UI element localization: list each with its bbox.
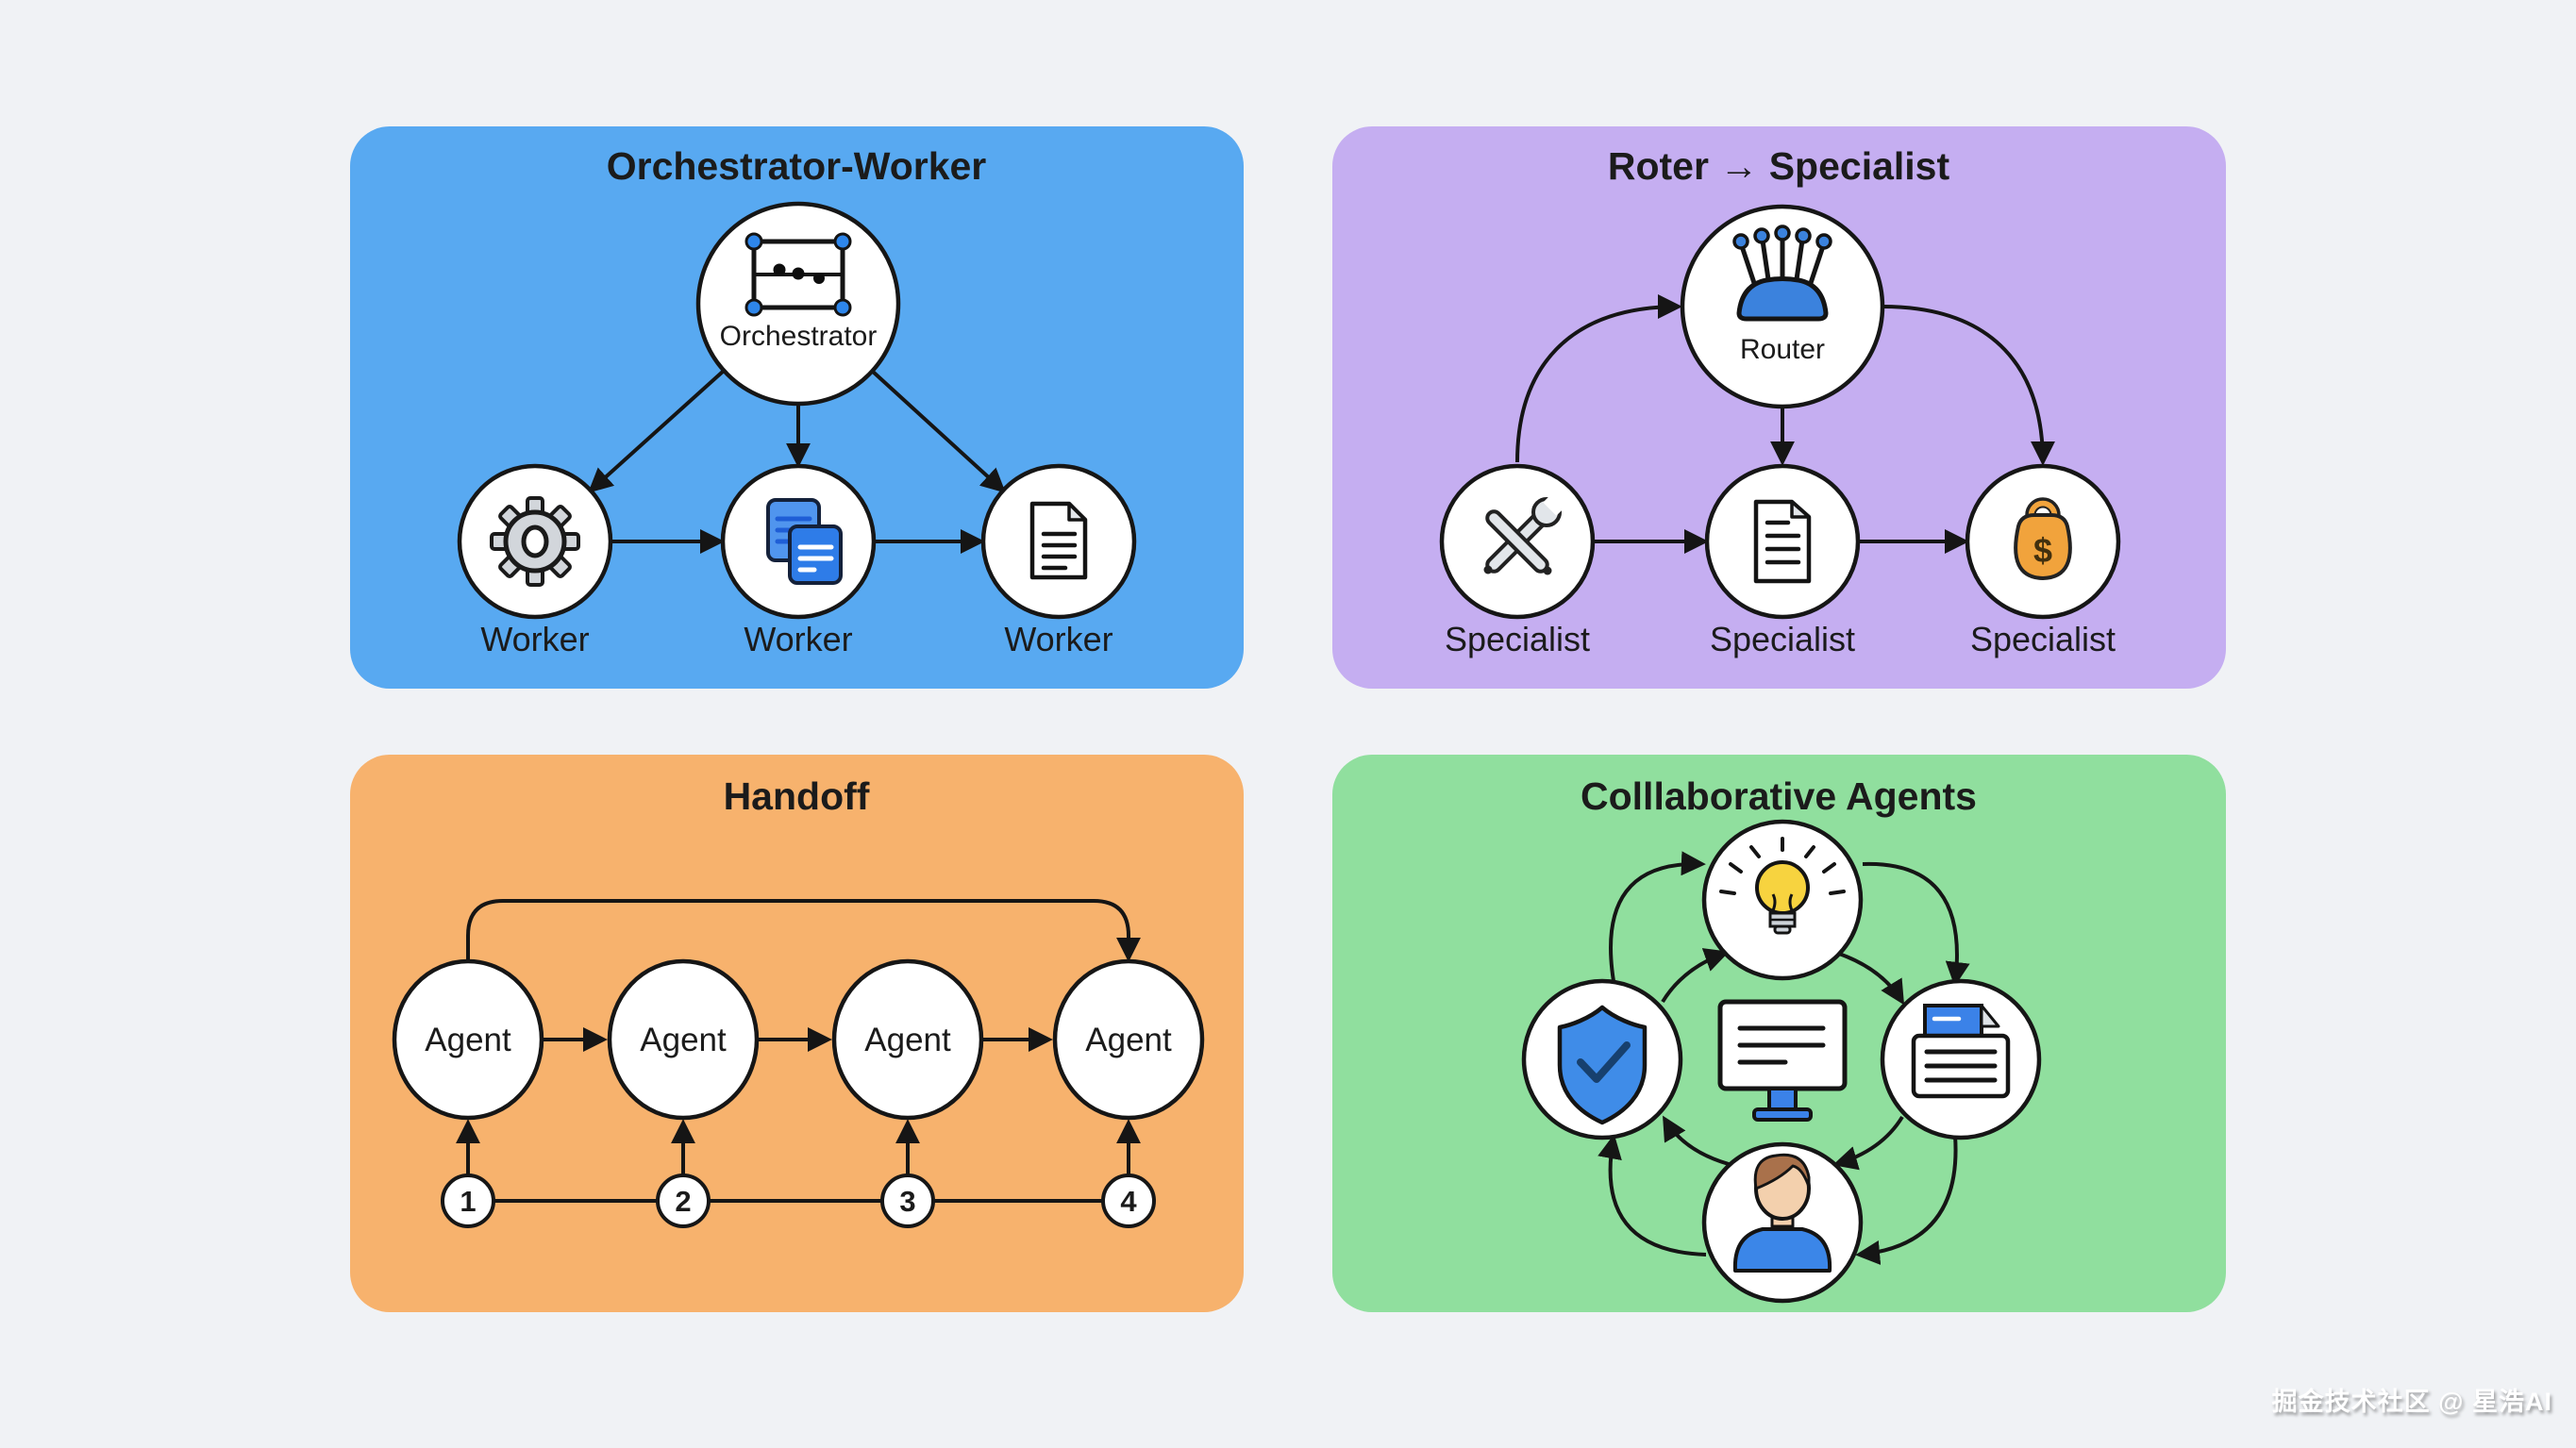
specialist-node-3: $ bbox=[1965, 463, 2121, 620]
arrow-orchestrator-worker3 bbox=[870, 369, 1006, 493]
specialist-node-1 bbox=[1439, 463, 1596, 620]
worker-node-2 bbox=[720, 463, 877, 620]
arrow-person-shield-outer bbox=[1597, 1134, 1707, 1257]
worker-label-1: Worker bbox=[480, 620, 589, 658]
agent-node-1 bbox=[392, 958, 544, 1121]
panel-title: Colllaborative Agents bbox=[1581, 774, 1977, 818]
document-icon bbox=[1029, 501, 1088, 580]
specialist-node-2 bbox=[1704, 463, 1861, 620]
step-node-3 bbox=[880, 1173, 935, 1228]
person-node bbox=[1701, 1141, 1864, 1304]
arrow-router-specialist3 bbox=[1882, 305, 2055, 466]
router-label: Router bbox=[1740, 334, 1825, 365]
step-number-3: 3 bbox=[899, 1185, 915, 1218]
agent-node-2 bbox=[607, 958, 760, 1121]
step-node-4 bbox=[1101, 1173, 1156, 1228]
gear-icon bbox=[490, 496, 580, 587]
arrow-document-person-outer bbox=[1855, 1135, 1958, 1265]
worker-node-1 bbox=[457, 463, 613, 620]
checkmark bbox=[1577, 1041, 1631, 1083]
specialist-label-2: Specialist bbox=[1710, 620, 1855, 658]
idea-lightbulb-icon bbox=[1719, 837, 1846, 935]
panel-background-orange bbox=[350, 755, 1244, 1312]
panel-handoff: Handoff Agent Agent Ag bbox=[350, 755, 1244, 1312]
collaboration-cycle-arrows bbox=[1597, 851, 1970, 1265]
step-number-2: 2 bbox=[675, 1185, 691, 1218]
arrow-shield-bulb-outer bbox=[1609, 851, 1706, 982]
router-node: Router bbox=[1680, 204, 1885, 409]
copy-documents-icon bbox=[766, 498, 843, 585]
agent-label-3: Agent bbox=[864, 1022, 951, 1058]
worker-node-3 bbox=[980, 463, 1137, 620]
orchestrator-arrows bbox=[588, 369, 1006, 554]
orchestrator-node: Orchestrator bbox=[695, 201, 901, 407]
arrow-bulb-document-outer bbox=[1862, 861, 1970, 987]
arrow-loopback-agent1-agent4 bbox=[466, 899, 1141, 962]
arrow-specialist1-router bbox=[1515, 294, 1682, 463]
panel-title: Handoff bbox=[724, 774, 870, 818]
agent-label-1: Agent bbox=[425, 1022, 511, 1058]
agent-node-3 bbox=[831, 958, 984, 1121]
worker-label-2: Worker bbox=[744, 620, 852, 658]
money-bag-icon: $ bbox=[2014, 497, 2072, 580]
arrow-person-shield-inner bbox=[1663, 1115, 1730, 1166]
handoff-arrows bbox=[456, 899, 1141, 1203]
arrow-shield-bulb-inner bbox=[1661, 948, 1730, 1004]
arrow-bulb-document-inner bbox=[1835, 951, 1905, 1006]
panel-title: Orchestrator-Worker bbox=[607, 144, 987, 188]
idea-node bbox=[1701, 819, 1864, 981]
agent-node-4 bbox=[1052, 958, 1205, 1121]
router-arrows bbox=[1515, 294, 2055, 554]
specialist-label-3: Specialist bbox=[1970, 620, 2116, 658]
router-icon bbox=[1732, 225, 1832, 322]
person-icon bbox=[1732, 1153, 1832, 1273]
dollar-sign: $ bbox=[2033, 531, 2052, 570]
step-node-2 bbox=[656, 1173, 711, 1228]
arrow-document-person-inner bbox=[1832, 1115, 1904, 1171]
monitor-icon bbox=[1717, 999, 1848, 1122]
document-node bbox=[1880, 978, 2042, 1140]
step-nodes: 1 2 3 4 bbox=[441, 1173, 1156, 1228]
step-number-1: 1 bbox=[460, 1185, 476, 1218]
panel-orchestrator-worker: Orchestrator-Worker bbox=[350, 126, 1244, 689]
step-node-1 bbox=[441, 1173, 495, 1228]
specialist-label-1: Specialist bbox=[1445, 620, 1590, 658]
agent-label-4: Agent bbox=[1085, 1022, 1172, 1058]
panel-title: Roter → Specialist bbox=[1608, 144, 1950, 188]
agent-nodes: Agent Agent Agent Agent bbox=[392, 958, 1205, 1121]
agent-label-2: Agent bbox=[640, 1022, 727, 1058]
watermark: 掘金技术社区 @ 星浩AI bbox=[2271, 1388, 2552, 1416]
worker-label-3: Worker bbox=[1004, 620, 1112, 658]
document-icon bbox=[1753, 499, 1812, 584]
panel-collaborative-agents: Colllaborative Agents bbox=[1332, 755, 2226, 1312]
document-tray-icon bbox=[1911, 1004, 2011, 1099]
panel-router-specialist: Roter → Specialist bbox=[1332, 126, 2226, 689]
arrow-orchestrator-worker1 bbox=[588, 369, 726, 493]
workflow-icon bbox=[744, 232, 852, 317]
shield-check-icon bbox=[1557, 1005, 1648, 1125]
safety-node bbox=[1521, 978, 1683, 1140]
step-number-4: 4 bbox=[1120, 1185, 1137, 1218]
tools-icon bbox=[1483, 491, 1567, 575]
orchestrator-label: Orchestrator bbox=[720, 321, 878, 352]
